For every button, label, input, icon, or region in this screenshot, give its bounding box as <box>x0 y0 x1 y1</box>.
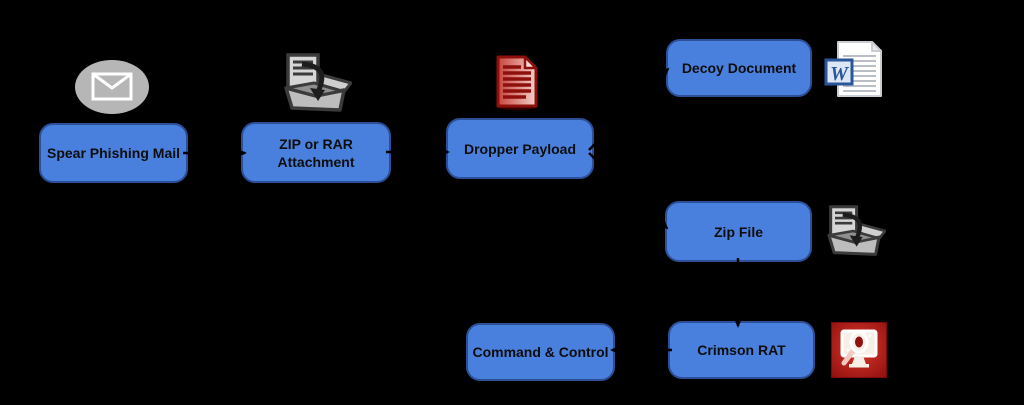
connector-dropper-to-zipfile <box>588 152 669 230</box>
rat-malware-icon <box>831 322 887 378</box>
node-decoy-document: Decoy Document <box>666 39 812 97</box>
word-document-icon: W <box>824 41 882 97</box>
node-label: Decoy Document <box>681 60 797 76</box>
node-label: Zip File <box>714 223 763 240</box>
node-label: ZIP or RAR Attachment <box>277 135 355 170</box>
red-document-icon <box>496 55 538 110</box>
node-crimson-rat: Crimson RAT <box>668 321 815 379</box>
zip-archive-icon <box>822 202 886 260</box>
node-command-and-control: Command & Control <box>466 323 615 381</box>
node-label: Spear Phishing Mail <box>46 145 181 161</box>
node-dropper-payload: Dropper Payload <box>446 118 594 179</box>
node-zip-rar-attachment: ZIP or RAR Attachment <box>241 122 391 183</box>
node-label: Crimson RAT <box>697 342 786 358</box>
node-spear-phishing-mail: Spear Phishing Mail <box>39 123 188 183</box>
node-label: Command & Control <box>472 344 609 360</box>
envelope-icon <box>75 60 149 114</box>
connector-dropper-to-decoy <box>588 67 670 151</box>
zip-archive-icon <box>278 52 352 114</box>
word-letter: W <box>830 63 849 85</box>
node-zip-file: Zip File <box>665 201 812 262</box>
node-label: Dropper Payload <box>463 140 577 157</box>
